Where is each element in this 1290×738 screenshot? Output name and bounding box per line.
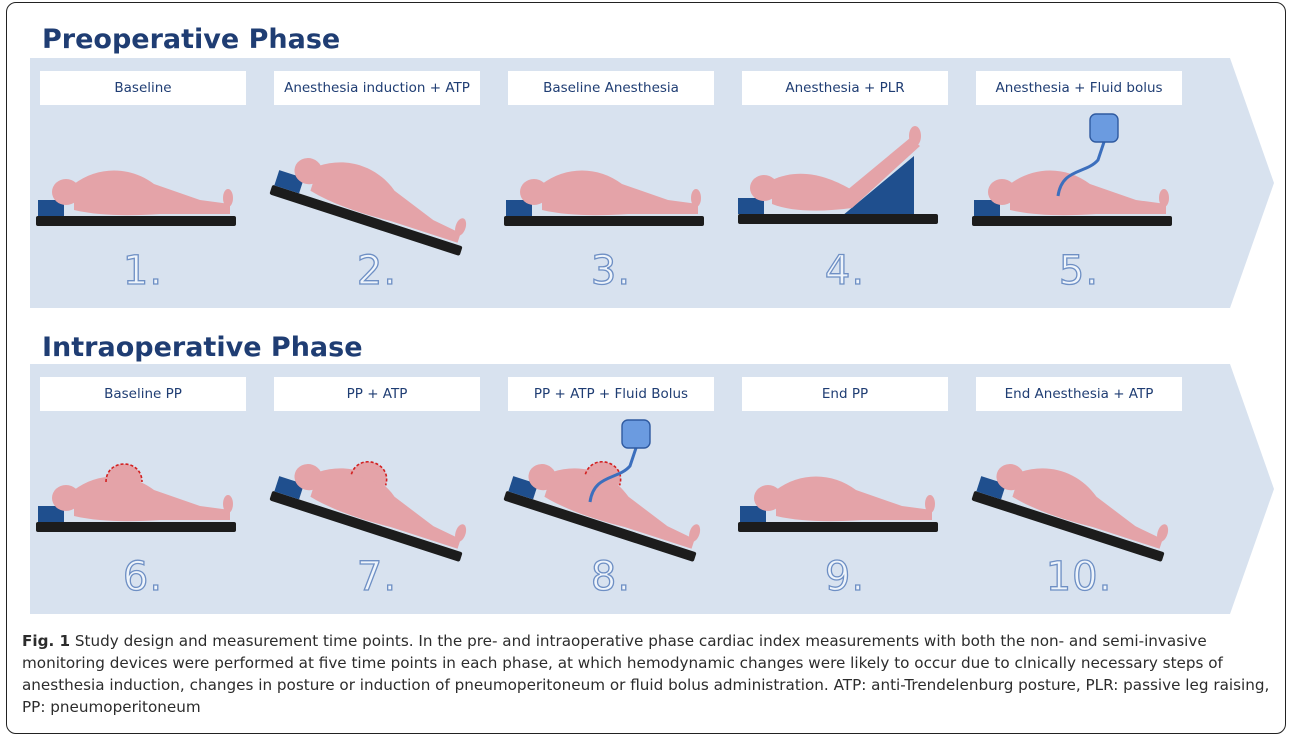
- table: [738, 214, 938, 224]
- time-point-5: Anesthesia + Fluid bolus 5.: [966, 58, 1192, 308]
- time-point-number: 8.: [498, 554, 724, 600]
- patient-posture-illustration: [732, 414, 958, 564]
- table: [972, 216, 1172, 226]
- time-point-number: 9.: [732, 554, 958, 600]
- time-point-6: Baseline PP 6.: [30, 364, 256, 614]
- time-point-7: PP + ATP 7.: [264, 364, 490, 614]
- fluid-bag-icon: [1090, 114, 1118, 142]
- intraoperative-phase-title: Intraoperative Phase: [42, 332, 363, 363]
- patient-posture-illustration: [264, 414, 490, 564]
- patient-posture-illustration: [498, 414, 724, 564]
- time-point-2: Anesthesia induction + ATP 2.: [264, 58, 490, 308]
- time-point-label: End Anesthesia + ATP: [976, 377, 1182, 411]
- table: [738, 522, 938, 532]
- time-point-4: Anesthesia + PLR 4.: [732, 58, 958, 308]
- time-point-9: End PP 9.: [732, 364, 958, 614]
- patient-posture-illustration: [30, 414, 256, 564]
- patient-posture-illustration: [732, 108, 958, 258]
- patient-posture-illustration: [264, 108, 490, 258]
- time-point-label: End PP: [742, 377, 948, 411]
- preoperative-phase-band: Baseline1.Anesthesia induction + ATP2.Ba…: [30, 58, 1278, 308]
- figure-caption-text: Study design and measurement time points…: [22, 632, 1269, 716]
- time-point-number: 10.: [966, 554, 1192, 600]
- time-point-label: Baseline PP: [40, 377, 246, 411]
- preoperative-phase-title: Preoperative Phase: [42, 24, 340, 55]
- time-point-number: 1.: [30, 248, 256, 294]
- time-point-10: End Anesthesia + ATP 10.: [966, 364, 1192, 614]
- patient-posture-illustration: [30, 108, 256, 258]
- time-point-8: PP + ATP + Fluid Bolus 8.: [498, 364, 724, 614]
- time-point-label: Baseline Anesthesia: [508, 71, 714, 105]
- patient-posture-illustration: [498, 108, 724, 258]
- table: [504, 216, 704, 226]
- time-point-label: Anesthesia + PLR: [742, 71, 948, 105]
- table: [36, 216, 236, 226]
- figure-caption-label: Fig. 1: [22, 632, 70, 650]
- time-point-number: 4.: [732, 248, 958, 294]
- time-point-number: 7.: [264, 554, 490, 600]
- time-point-number: 6.: [30, 554, 256, 600]
- table: [36, 522, 236, 532]
- fluid-bag-icon: [622, 420, 650, 448]
- patient-posture-illustration: [966, 414, 1192, 564]
- time-point-number: 3.: [498, 248, 724, 294]
- time-point-1: Baseline 1.: [30, 58, 256, 308]
- time-point-number: 2.: [264, 248, 490, 294]
- figure-caption: Fig. 1 Study design and measurement time…: [22, 630, 1277, 718]
- time-point-label: PP + ATP: [274, 377, 480, 411]
- time-point-3: Baseline Anesthesia 3.: [498, 58, 724, 308]
- time-point-label: PP + ATP + Fluid Bolus: [508, 377, 714, 411]
- patient-posture-illustration: [966, 108, 1192, 258]
- time-point-label: Baseline: [40, 71, 246, 105]
- time-point-number: 5.: [966, 248, 1192, 294]
- time-point-label: Anesthesia induction + ATP: [274, 71, 480, 105]
- intraoperative-phase-band: Baseline PP6.PP + ATP7.PP + ATP + Fluid …: [30, 364, 1278, 614]
- time-point-label: Anesthesia + Fluid bolus: [976, 71, 1182, 105]
